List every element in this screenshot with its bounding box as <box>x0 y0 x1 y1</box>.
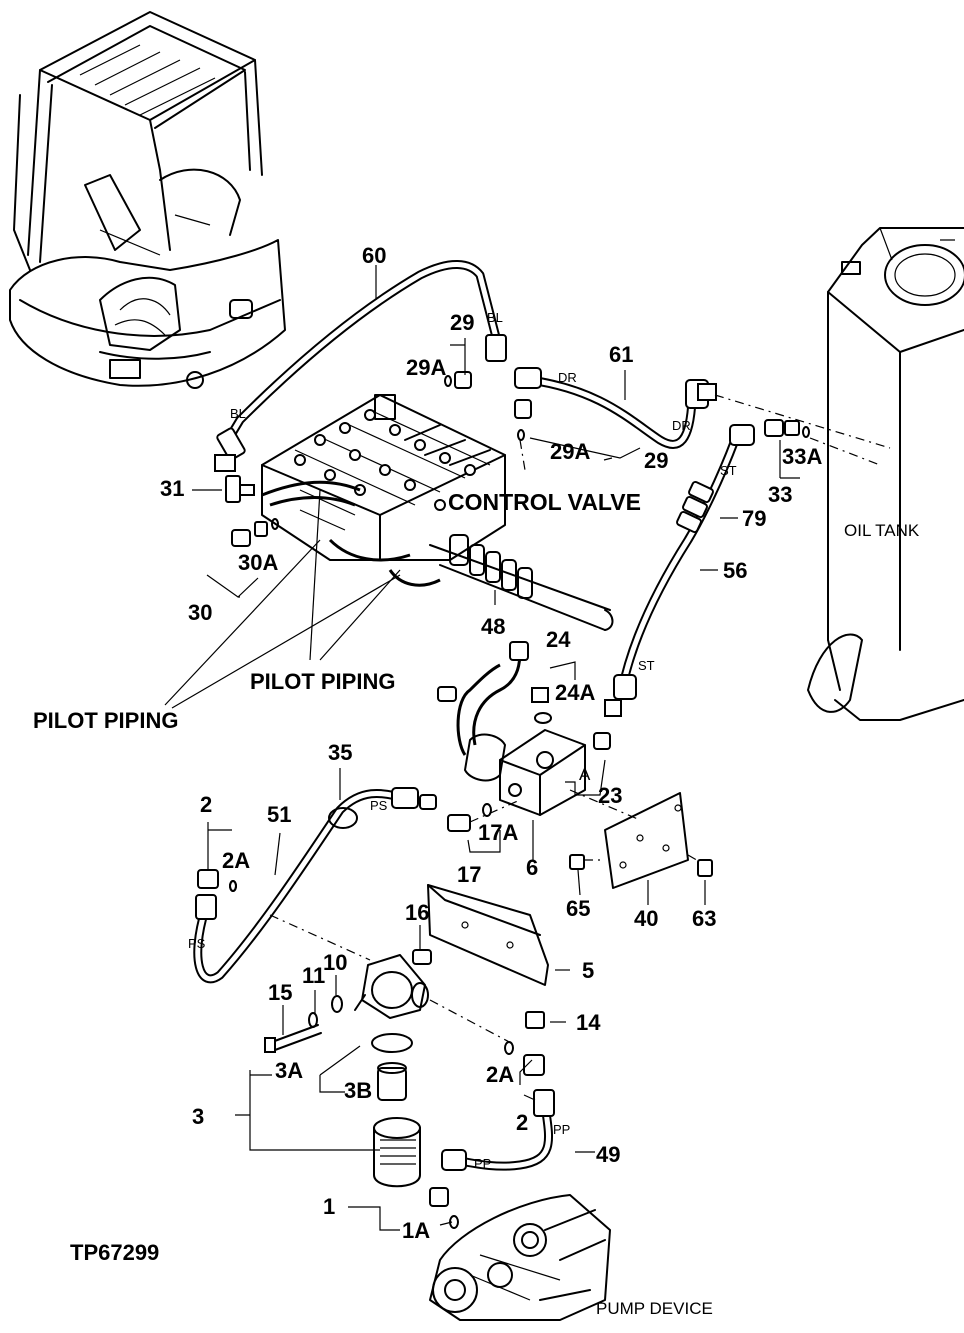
hose-tag-dr-top: DR <box>558 370 577 385</box>
callout-29-top: 29 <box>450 310 474 335</box>
callout-2-bottom: 2 <box>516 1110 528 1135</box>
hose-tag-pp-right: PP <box>553 1122 570 1137</box>
callout-labels: 60 29 29A 61 29A 29 33A 33 31 30A 30 79 … <box>160 243 822 1243</box>
callout-29-right: 29 <box>644 448 668 473</box>
callout-33a: 33A <box>782 444 822 469</box>
callout-24: 24 <box>546 627 571 652</box>
caption-pilot-piping-left: PILOT PIPING <box>33 708 178 733</box>
hose-tag-st-top: ST <box>720 463 737 478</box>
callout-30: 30 <box>188 600 212 625</box>
caption-oil-tank: OIL TANK <box>844 521 920 540</box>
callout-51: 51 <box>267 802 291 827</box>
pipe-56 <box>604 424 755 717</box>
callout-6: 6 <box>526 855 538 880</box>
callout-3b: 3B <box>344 1078 372 1103</box>
callout-16: 16 <box>405 900 429 925</box>
pilot-piping-leaders <box>164 489 401 709</box>
callout-15: 15 <box>268 980 292 1005</box>
port-a-label: A <box>579 765 591 784</box>
callout-48: 48 <box>481 614 505 639</box>
callout-79: 79 <box>742 506 766 531</box>
callout-3a: 3A <box>275 1058 303 1083</box>
caption-control-valve: CONTROL VALVE <box>448 489 641 515</box>
pipe-61 <box>514 367 717 449</box>
pump-device-illustration <box>429 1194 611 1321</box>
callout-1: 1 <box>323 1194 335 1219</box>
control-valve-illustration <box>261 394 614 631</box>
callout-17a: 17A <box>478 820 518 845</box>
callout-29a-right: 29A <box>550 439 590 464</box>
callout-3: 3 <box>192 1104 204 1129</box>
callout-1a: 1A <box>402 1218 430 1243</box>
solenoid-valve-6-illustration <box>437 641 641 832</box>
callout-35: 35 <box>328 740 352 765</box>
hose-tag-ps-top: PS <box>370 798 388 813</box>
callout-11: 11 <box>302 963 325 988</box>
hose-tag-st-bottom: ST <box>638 658 655 673</box>
callout-23: 23 <box>598 783 622 808</box>
filter-head-illustration <box>264 954 429 1188</box>
hose-tag-dr-right: DR <box>672 418 691 433</box>
callout-40: 40 <box>634 906 658 931</box>
caption-pump-device: PUMP DEVICE <box>596 1299 713 1318</box>
drawing-id: TP67299 <box>70 1240 159 1265</box>
callout-2a-top: 2A <box>222 848 250 873</box>
excavator-illustration <box>9 11 286 389</box>
captions: CONTROL VALVE OIL TANK PILOT PIPING PILO… <box>33 489 920 1318</box>
hose-tags: BL BL DR DR ST ST PS PS PP PP A <box>188 310 737 1171</box>
callout-2-top: 2 <box>200 792 212 817</box>
fittings-illustration <box>225 371 891 892</box>
hose-tag-pp-left: PP <box>474 1156 491 1171</box>
callout-17: 17 <box>457 862 481 887</box>
callout-61: 61 <box>609 342 633 367</box>
hose-tag-bl-top: BL <box>487 310 503 325</box>
callout-49: 49 <box>596 1142 620 1167</box>
callout-29a-top: 29A <box>406 355 446 380</box>
callout-33: 33 <box>768 482 792 507</box>
callout-leaders <box>192 265 800 1231</box>
callout-65: 65 <box>566 896 590 921</box>
oil-tank-illustration <box>807 227 964 721</box>
callout-30a: 30A <box>238 550 278 575</box>
plate-40-illustration <box>569 792 713 889</box>
pipe-60 <box>214 260 507 472</box>
callout-60: 60 <box>362 243 386 268</box>
callout-56: 56 <box>723 558 747 583</box>
pipe-51 <box>193 787 437 984</box>
callout-10: 10 <box>323 950 347 975</box>
filter-bracket-5-illustration <box>269 884 549 1046</box>
callout-2a-bottom: 2A <box>486 1062 514 1087</box>
pipe-49 <box>429 1041 555 1229</box>
callout-24a: 24A <box>555 680 595 705</box>
callout-31: 31 <box>160 476 184 501</box>
callout-5: 5 <box>582 958 594 983</box>
hose-tag-bl-left: BL <box>230 406 246 421</box>
callout-63: 63 <box>692 906 716 931</box>
hose-tag-ps-left: PS <box>188 936 206 951</box>
caption-pilot-piping-center: PILOT PIPING <box>250 669 395 694</box>
callout-14: 14 <box>576 1010 601 1035</box>
